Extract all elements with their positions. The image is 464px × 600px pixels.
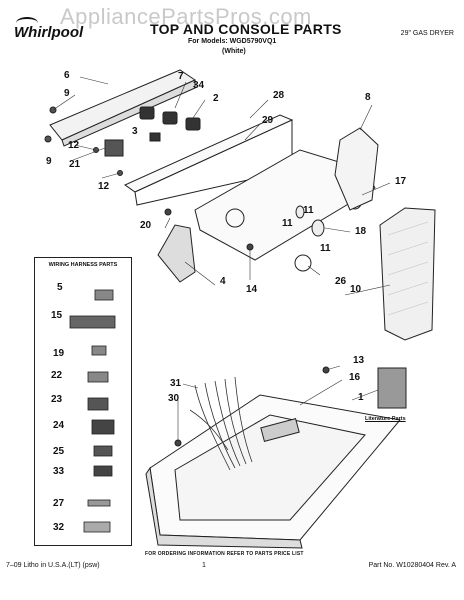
- callout-29: 29: [262, 115, 274, 126]
- harness-item: 32: [53, 522, 65, 533]
- screw-20: [164, 208, 172, 216]
- callout-14: 14: [246, 284, 258, 295]
- brand-logo-swirl: [16, 17, 38, 29]
- wiring-harness-box: WIRING HARNESS PARTS 5 15 19 22 23 24 25…: [34, 257, 132, 546]
- rear-panel-part: [49, 69, 197, 141]
- screw-14: [246, 243, 254, 251]
- product-type: 29" GAS DRYER: [400, 30, 454, 37]
- harness-item: 25: [53, 446, 65, 457]
- callout-12: 12: [68, 140, 80, 151]
- main-wiring-harness: [189, 376, 253, 471]
- callout-34: 34: [193, 80, 205, 91]
- color-line: (White): [222, 48, 246, 55]
- callout-31: 31: [170, 378, 182, 389]
- wiring-harness-title: WIRING HARNESS PARTS: [48, 262, 118, 268]
- callout-18: 18: [355, 226, 367, 237]
- harness-item: 23: [51, 394, 63, 405]
- callout-7: 7: [178, 71, 184, 82]
- part-30: [174, 439, 182, 447]
- callout-8: 8: [365, 92, 371, 103]
- callout-21: 21: [69, 159, 81, 170]
- model-line: For Models: WGD5790VQ1: [188, 38, 277, 45]
- switch-parts: [139, 106, 201, 142]
- callout-1: 1: [358, 392, 364, 403]
- timer-part: [104, 139, 124, 157]
- leader-lines: [52, 76, 391, 440]
- literature-part: [377, 367, 407, 409]
- console-front-panel: [194, 149, 376, 261]
- callout-30: 30: [168, 393, 180, 404]
- document-part-number: Part No. W10280404 Rev. A: [368, 562, 456, 569]
- callout-17: 17: [395, 176, 407, 187]
- brand-logo: Whirlpool: [14, 24, 84, 41]
- end-cap-part: [334, 127, 379, 211]
- callout-4: 4: [220, 276, 226, 287]
- harness-item: 27: [53, 498, 65, 509]
- callout-13: 13: [353, 355, 365, 366]
- screw-13: [322, 366, 330, 374]
- page-title: TOP AND CONSOLE PARTS: [150, 21, 342, 37]
- harness-item: 5: [57, 282, 63, 293]
- callout-9b: 9: [46, 156, 52, 167]
- litho-info: 7–09 Litho in U.S.A.(LT) (psw): [6, 562, 100, 569]
- harness-item: 33: [53, 466, 65, 477]
- callout-2: 2: [213, 93, 219, 104]
- callout-26: 26: [335, 276, 347, 287]
- callout-10: 10: [350, 284, 362, 295]
- callout-11: 11: [303, 205, 314, 216]
- harness-item: 24: [53, 420, 65, 431]
- harness-item: 15: [51, 310, 63, 321]
- lint-screen-part: [379, 207, 436, 341]
- callout-28: 28: [273, 90, 285, 101]
- harness-item: 22: [51, 370, 63, 381]
- watermark: AppliancePartsPros.com: [60, 4, 312, 29]
- callout-11c: 11: [320, 243, 331, 254]
- callout-20: 20: [140, 220, 152, 231]
- harness-item: 19: [53, 348, 65, 359]
- callout-11b: 11: [282, 218, 293, 229]
- callout-6: 6: [64, 70, 70, 81]
- callout-3: 3: [132, 126, 138, 137]
- page-number: 1: [202, 562, 206, 569]
- callout-16: 16: [349, 372, 361, 383]
- literature-parts-label: Literature Parts: [365, 416, 406, 422]
- console-end-cap-4: [157, 224, 196, 283]
- callout-12b: 12: [98, 181, 110, 192]
- callout-9: 9: [64, 88, 70, 99]
- ordering-info: FOR ORDERING INFORMATION REFER TO PARTS …: [145, 551, 304, 557]
- screw-part: [44, 106, 123, 176]
- harness-part-drawings: [69, 289, 116, 533]
